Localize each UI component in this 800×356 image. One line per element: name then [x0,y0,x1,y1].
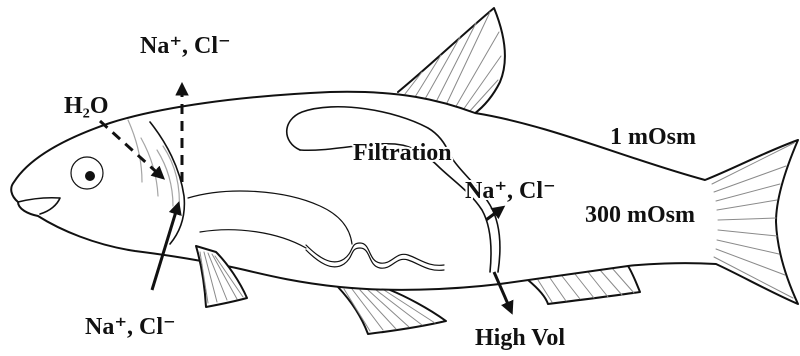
label-tubule-reabsorption: Na⁺, Cl⁻ [465,178,556,204]
label-gill-ion-efflux: Na⁺, Cl⁻ [140,33,231,59]
pelvic-fin-outline [338,287,446,334]
label-urine-output: High Vol [475,325,565,351]
label-gill-ion-uptake: Na⁺, Cl⁻ [85,314,176,340]
label-body-fluid-osmolarity: 300 mOsm [585,202,695,228]
eye-pupil [85,171,95,181]
label-environment-osmolarity: 1 mOsm [610,124,696,150]
pelvic-fin [338,287,446,334]
label-water-influx: H₂O [64,93,109,119]
fish [11,8,798,334]
label-filtration: Filtration [353,140,452,166]
